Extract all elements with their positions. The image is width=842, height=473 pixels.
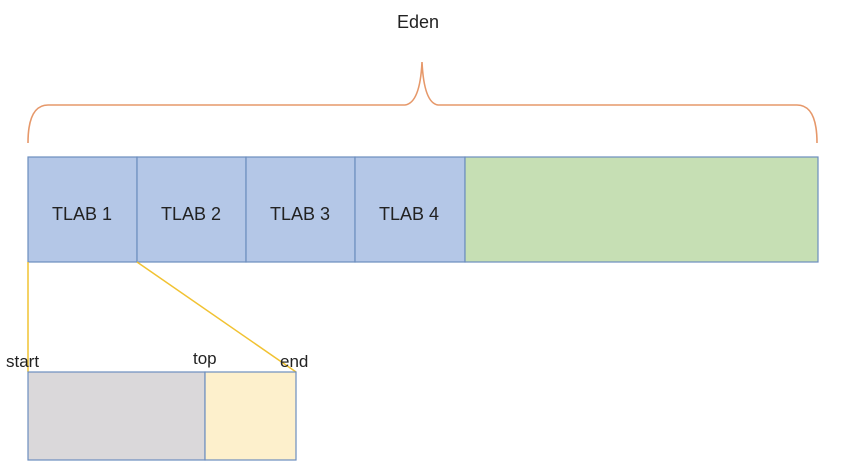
tlab-detail-box <box>27 371 297 461</box>
connector-end-line <box>136 261 297 373</box>
tlab-label-3: TLAB 3 <box>270 204 330 224</box>
eden-bar: TLAB 1 TLAB 2 TLAB 3 TLAB 4 <box>27 156 819 263</box>
end-label: end <box>280 352 308 371</box>
tlab-cell-3 <box>245 156 356 263</box>
tlab-cell-4 <box>354 156 466 263</box>
tlab-label-1: TLAB 1 <box>52 204 112 224</box>
top-label: top <box>193 349 217 368</box>
tlab-label-4: TLAB 4 <box>379 204 439 224</box>
start-label: start <box>6 352 39 371</box>
free-eden-region <box>464 156 819 263</box>
tlab-cell-1 <box>27 156 138 263</box>
tlab-used-region <box>27 371 206 461</box>
eden-brace <box>27 61 818 144</box>
tlab-label-2: TLAB 2 <box>161 204 221 224</box>
tlab-cell-2 <box>136 156 247 263</box>
tlab-unused-region <box>204 371 297 461</box>
eden-title: Eden <box>397 12 439 32</box>
